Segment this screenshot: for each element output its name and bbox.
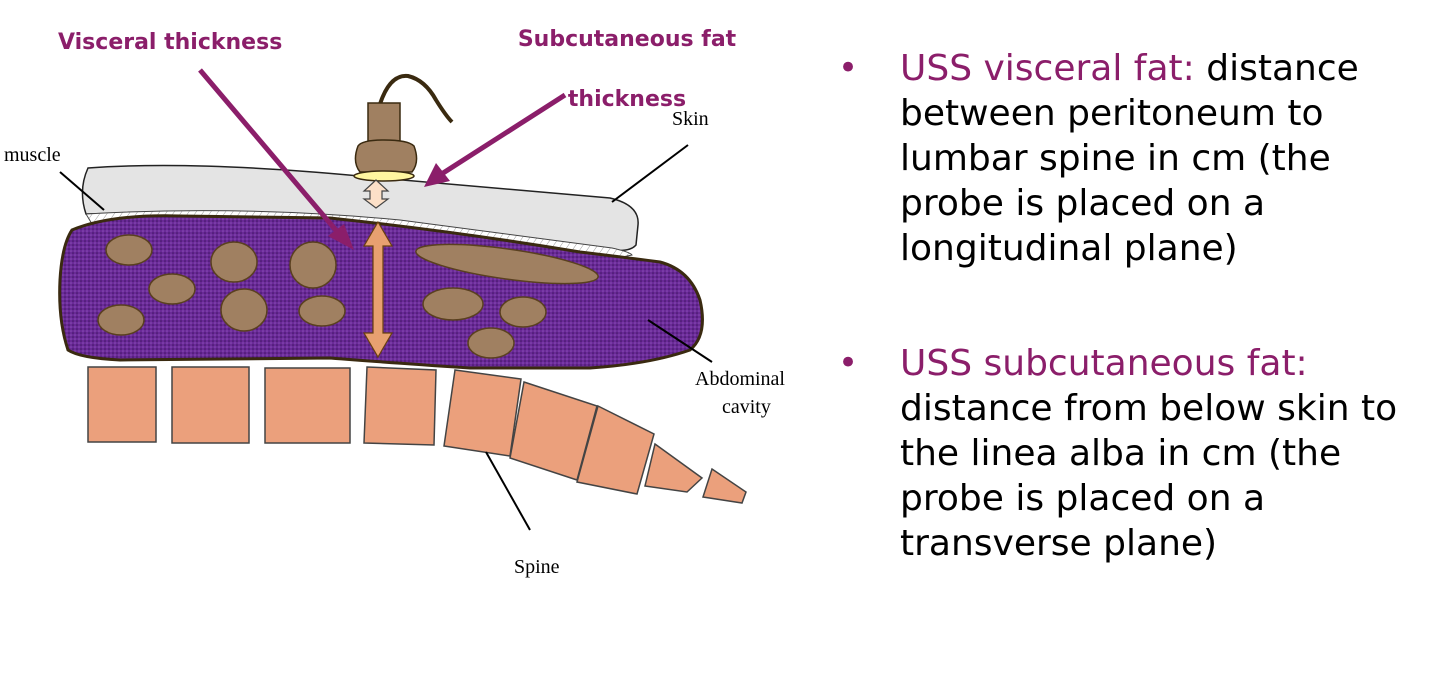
vertebra bbox=[702, 467, 747, 504]
double-arrow-icon bbox=[362, 179, 390, 209]
subcutaneous-fat-callout: Subcutaneous fat thickness bbox=[517, 27, 737, 112]
organ bbox=[220, 288, 268, 332]
organ bbox=[289, 241, 337, 289]
skin-label: Skin bbox=[672, 108, 709, 130]
vertebra bbox=[443, 369, 522, 457]
vertebra bbox=[264, 367, 351, 444]
organ bbox=[105, 234, 153, 266]
organ bbox=[97, 304, 145, 336]
muscle-label: muscle bbox=[4, 144, 61, 166]
vertebra bbox=[87, 366, 157, 443]
callout-arrows bbox=[198, 68, 567, 250]
abdominal-label: Abdominal bbox=[695, 368, 785, 390]
bullet-dot-icon: • bbox=[838, 343, 859, 383]
organ bbox=[422, 287, 484, 321]
bullet-text: distance between peritoneum to lumbar sp… bbox=[900, 48, 1359, 269]
double-arrow-icon bbox=[362, 220, 394, 359]
abdominal-diagram: Subcutaneous fat thickness Visceral thic… bbox=[4, 27, 785, 578]
definition-list: • USS visceral fat: distance between per… bbox=[838, 46, 1438, 566]
ultrasound-probe-icon bbox=[353, 73, 454, 182]
organ bbox=[298, 295, 346, 327]
spine bbox=[87, 366, 747, 504]
diagram-drawing bbox=[58, 68, 747, 531]
leader-lines bbox=[59, 144, 713, 531]
organs bbox=[97, 234, 599, 359]
bullet-dot-icon: • bbox=[838, 48, 859, 88]
organ bbox=[148, 273, 196, 305]
vertebra bbox=[576, 404, 655, 495]
organ bbox=[415, 243, 599, 285]
vertebra bbox=[171, 366, 250, 444]
vertebra bbox=[363, 366, 437, 446]
bullet-text: distance from below skin to the linea al… bbox=[900, 388, 1398, 564]
bullet-term: USS subcutaneous fat: bbox=[900, 343, 1308, 384]
vertebra bbox=[644, 442, 704, 493]
organ bbox=[210, 241, 258, 283]
cavity-label: cavity bbox=[722, 396, 771, 418]
bullet-visceral-fat: • USS visceral fat: distance between per… bbox=[838, 46, 1438, 271]
bullet-subcutaneous-fat: • USS subcutaneous fat: distance from be… bbox=[838, 341, 1438, 566]
organ bbox=[467, 327, 515, 359]
organ bbox=[499, 296, 547, 328]
visceral-thickness-callout: Visceral thickness bbox=[58, 30, 283, 55]
spine-label: Spine bbox=[514, 556, 560, 578]
bullet-term: USS visceral fat: bbox=[900, 48, 1195, 89]
